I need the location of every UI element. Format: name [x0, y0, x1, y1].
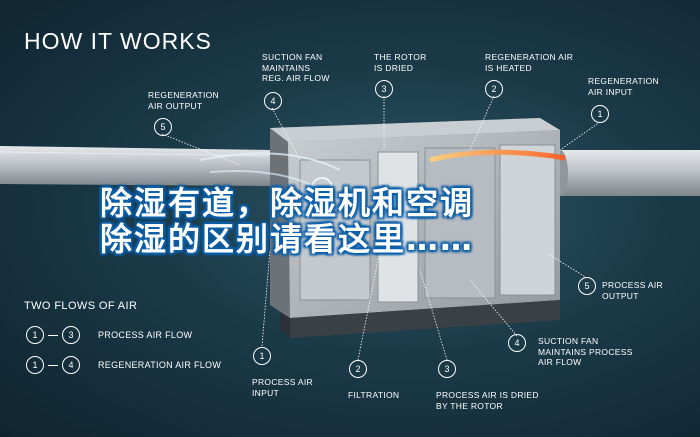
callout-label-regen-input: REGENERATION AIR INPUT: [588, 76, 659, 97]
callout-number-regen-input: 1: [591, 105, 609, 123]
callout-number-regen-output: 5: [154, 118, 172, 136]
callout-label-process-dried: PROCESS AIR IS DRIED BY THE ROTOR: [436, 390, 539, 411]
legend-connector: [48, 334, 58, 336]
legend-title: TWO FLOWS OF AIR: [24, 300, 138, 312]
legend-from-number: 1: [26, 326, 44, 344]
legend-label: REGENERATION AIR FLOW: [98, 360, 222, 370]
callout-number-process-output: 5: [578, 277, 596, 295]
callout-number-regen-heated: 2: [485, 80, 503, 98]
legend-from-number: 1: [26, 356, 44, 374]
leader-lines: [161, 95, 601, 361]
callout-label-process-input: PROCESS AIR INPUT: [252, 377, 313, 398]
right-duct: [552, 150, 700, 196]
callout-label-filtration: FILTRATION: [348, 390, 400, 400]
left-duct: [0, 146, 271, 186]
callout-number-rotor-dried: 3: [375, 80, 393, 98]
callout-label-regen-output: REGENERATION AIR OUTPUT: [148, 90, 219, 111]
callout-label-rotor-dried: THE ROTOR IS DRIED: [374, 52, 427, 73]
callout-number-process-input: 1: [253, 347, 271, 365]
legend-row-process: 1 3 PROCESS AIR FLOW: [26, 326, 192, 344]
legend-label: PROCESS AIR FLOW: [98, 330, 193, 340]
callout-label-suction-fan-process: SUCTION FAN MAINTAINS PROCESS AIR FLOW: [538, 336, 633, 367]
callout-number-suction-fan-reg: 4: [264, 92, 282, 110]
banner-line-1: 除湿有道，除湿机和空调: [100, 184, 475, 222]
page-title: HOW IT WORKS: [24, 28, 212, 54]
legend-to-number: 4: [62, 356, 80, 374]
legend-connector: [48, 364, 58, 366]
callout-label-regen-heated: REGENERATION AIR IS HEATED: [485, 52, 574, 73]
callout-label-suction-fan-reg: SUCTION FAN MAINTAINS REG. AIR FLOW: [262, 52, 330, 83]
legend-to-number: 3: [62, 326, 80, 344]
air-swirl: [209, 169, 331, 196]
callout-number-process-dried: 3: [438, 360, 456, 378]
callout-number-filtration: 2: [349, 360, 367, 378]
legend-row-regeneration: 1 4 REGENERATION AIR FLOW: [26, 356, 221, 374]
heated-air-stream: [429, 149, 566, 163]
air-swirl: [199, 152, 341, 171]
cabinet: [270, 118, 560, 338]
banner-line-2: 除湿的区别请看这里……: [100, 220, 475, 258]
fan-icon: [311, 177, 333, 199]
callout-number-suction-fan-process: 4: [508, 334, 526, 352]
callout-label-process-output: PROCESS AIR OUTPUT: [602, 280, 663, 301]
